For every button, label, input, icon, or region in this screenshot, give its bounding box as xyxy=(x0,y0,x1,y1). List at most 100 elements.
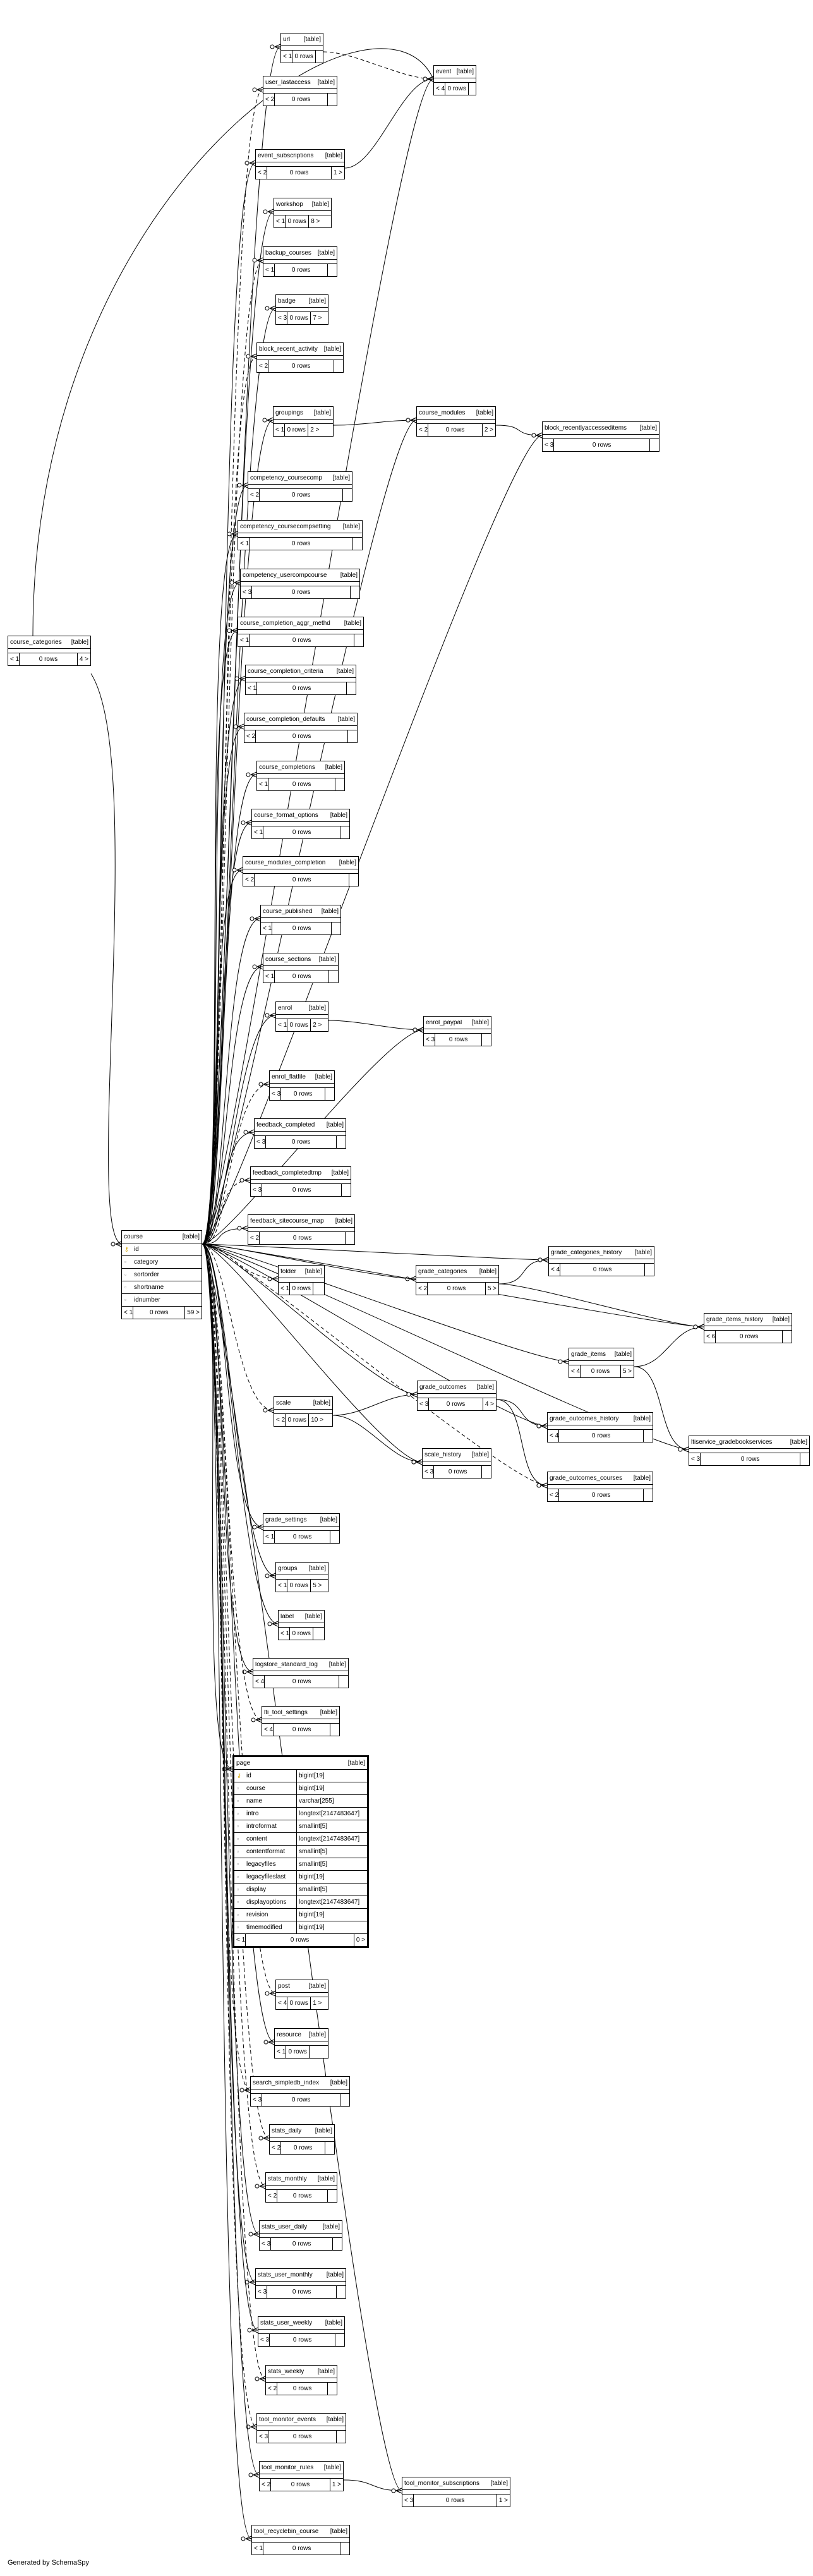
course-to-event-subscriptions-edge xyxy=(202,162,256,1245)
parent-count: < 6 xyxy=(706,1333,716,1340)
table-course[interactable]: course[table]⚷id▫category▫sortorder▫shor… xyxy=(121,1230,202,1319)
parent-count: < 4 xyxy=(550,1432,559,1439)
table-name: competency_usercompcourse xyxy=(243,572,327,579)
child-count xyxy=(482,1034,491,1046)
parent-count: < 4 xyxy=(278,1999,287,2007)
table-header: block_recentlyaccesseditems[table] xyxy=(543,422,659,434)
child-count: 1 > xyxy=(498,2496,508,2504)
column-name-text: category xyxy=(134,1258,159,1266)
child-count: 2 > xyxy=(484,426,493,433)
table-name: backup_courses xyxy=(265,250,311,257)
course-modules-to-block-recentlyaccesseditems-edge xyxy=(495,425,543,436)
table-kind-label: [table] xyxy=(342,523,360,530)
optional-marker xyxy=(693,1324,698,1329)
child-count xyxy=(313,1283,322,1295)
row-count: 0 rows xyxy=(277,2190,328,2202)
parent-count: < 1 xyxy=(278,1021,287,1029)
row-count: 0 rows xyxy=(428,424,483,436)
row-count: 0 rows xyxy=(553,439,650,451)
row-count: 0 rows xyxy=(251,586,351,598)
row-count: 0 rows xyxy=(277,2383,328,2395)
optional-marker xyxy=(406,418,411,423)
many-end-marker xyxy=(245,819,252,826)
table-kind-label: [table] xyxy=(320,1708,337,1716)
table-kind-label: [table] xyxy=(479,1267,497,1275)
many-end-marker xyxy=(697,1324,704,1330)
course-to-course-modules-completion-edge xyxy=(202,869,243,1245)
table-body-gap xyxy=(253,1671,348,1675)
table-header: feedback_sitecourse_map[table] xyxy=(248,1215,354,1227)
parent-count: < 3 xyxy=(404,2496,414,2504)
table-name: resource xyxy=(277,2031,301,2038)
table-header: tool_monitor_rules[table] xyxy=(260,2462,343,2474)
row-count: 0 rows xyxy=(560,1264,645,1276)
column-icon: ▫ xyxy=(237,1885,239,1892)
optional-marker xyxy=(411,1460,416,1465)
course-to-label-edge xyxy=(202,1243,279,1624)
